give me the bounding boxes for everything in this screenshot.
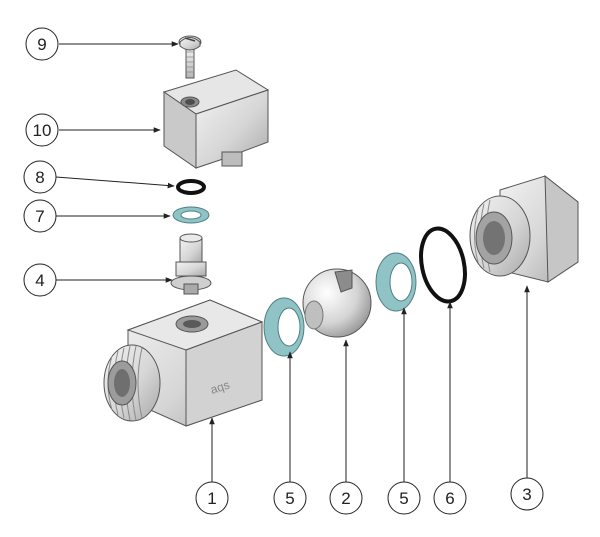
part-3-end-connector [469, 174, 579, 283]
callout-5-left: 5 [273, 481, 307, 515]
callout-10: 10 [25, 113, 59, 147]
callout-7: 7 [23, 199, 57, 233]
callout-6-label: 6 [445, 489, 454, 508]
callout-5-right-label: 5 [399, 489, 408, 508]
part-10-handle [162, 69, 270, 169]
part-1-valve-body: aqs [103, 299, 264, 427]
callout-2-label: 2 [341, 489, 350, 508]
callout-2: 2 [329, 481, 363, 515]
callout-9-label: 9 [37, 35, 46, 54]
part-4-stem [170, 233, 212, 295]
part-6-oring [419, 226, 467, 304]
callout-7-label: 7 [35, 207, 44, 226]
svg-text:aqs: aqs [209, 378, 232, 397]
leader-lines [55, 41, 530, 482]
callout-10-label: 10 [33, 121, 52, 140]
callout-5-right: 5 [387, 481, 421, 515]
part-7-seal-washer [172, 206, 210, 224]
callout-9: 9 [25, 27, 59, 61]
callout-8-label: 8 [35, 168, 44, 187]
part-5-seat-ring-left [263, 297, 305, 357]
callout-4-label: 4 [35, 271, 44, 290]
part-5-seat-ring-right [375, 252, 417, 312]
callout-1-label: 1 [207, 489, 216, 508]
callout-3: 3 [510, 477, 544, 511]
callout-3-label: 3 [522, 485, 531, 504]
callout-6: 6 [433, 481, 467, 515]
callout-1: 1 [195, 481, 229, 515]
callout-5-left-label: 5 [285, 489, 294, 508]
callout-8: 8 [23, 160, 57, 194]
part-8-oring [176, 179, 206, 195]
callout-4: 4 [23, 263, 57, 297]
part-2-ball [302, 268, 372, 338]
leader-8 [55, 176, 175, 189]
part-9-screw [178, 35, 202, 79]
